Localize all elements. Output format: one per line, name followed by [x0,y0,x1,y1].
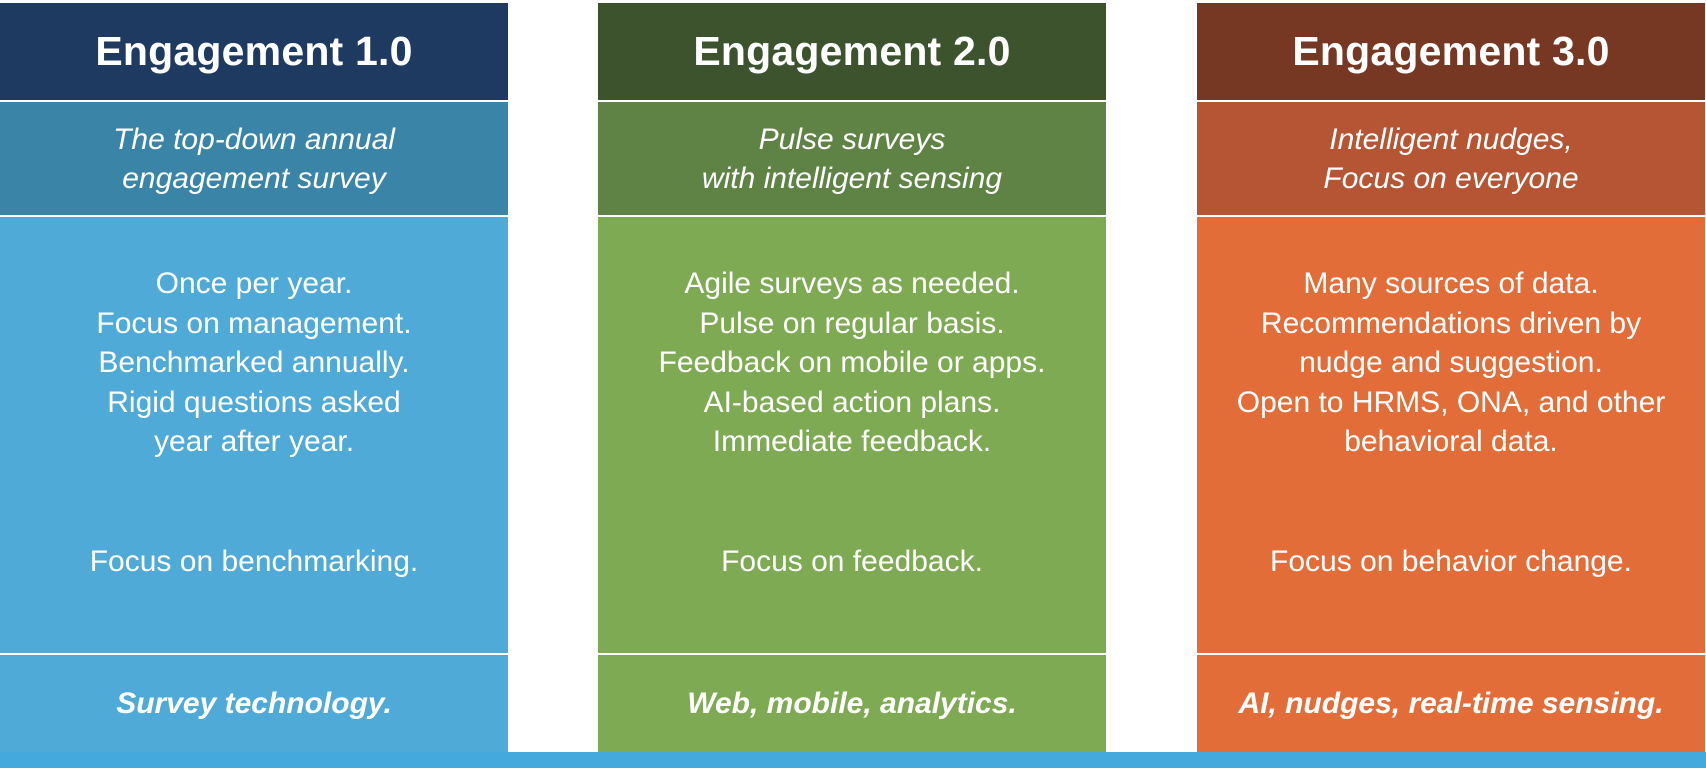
column-body: Agile surveys as needed. Pulse on regula… [598,217,1106,653]
body-line: Benchmarked annually. [98,346,410,379]
subtitle-line: Intelligent nudges, [1329,122,1573,156]
body-line: Recommendations driven by [1260,306,1642,340]
subtitle-line: engagement survey [122,161,386,195]
body-line: AI-based action plans. [703,385,1001,419]
focus-statement: Focus on benchmarking. [89,544,419,578]
body-line: Focus on management. [96,306,412,340]
body-line: Rigid questions asked [107,385,401,419]
body-line: Immediate feedback. [712,425,992,458]
body-line: Open to HRMS, ONA, and other [1236,385,1666,419]
focus-statement: Focus on feedback. [721,544,983,578]
column-body: Many sources of data. Recommendations dr… [1197,217,1705,653]
body-line: nudge and suggestion. [1299,346,1603,379]
column-engagement-3: Engagement 3.0 Intelligent nudges, Focus… [1197,3,1705,752]
column-subtitle: The top-down annual engagement survey [0,102,508,215]
column-footer: Survey technology. [0,655,508,752]
body-line: Many sources of data. [1303,267,1599,300]
subtitle-line: The top-down annual [113,122,395,156]
column-body: Once per year. Focus on management. Benc… [0,217,508,653]
focus-statement: Focus on behavior change. [1270,544,1632,578]
column-footer: AI, nudges, real-time sensing. [1197,655,1705,752]
column-title: Engagement 1.0 [0,3,508,100]
body-line: behavioral data. [1344,425,1558,458]
column-subtitle: Intelligent nudges, Focus on everyone [1197,102,1705,215]
subtitle-line: Focus on everyone [1323,161,1579,195]
body-line: Pulse on regular basis. [699,306,1005,340]
body-line: Once per year. [155,267,353,300]
bottom-accent-bar [0,752,1706,768]
column-title: Engagement 3.0 [1197,3,1705,100]
column-subtitle: Pulse surveys with intelligent sensing [598,102,1106,215]
column-footer: Web, mobile, analytics. [598,655,1106,752]
column-engagement-2: Engagement 2.0 Pulse surveys with intell… [598,3,1106,752]
subtitle-line: with intelligent sensing [701,161,1003,195]
body-line: Agile surveys as needed. [684,267,1020,300]
body-line: Feedback on mobile or apps. [658,346,1046,379]
column-title: Engagement 2.0 [598,3,1106,100]
column-engagement-1: Engagement 1.0 The top-down annual engag… [0,3,508,752]
body-line: year after year. [153,425,355,458]
subtitle-line: Pulse surveys [758,122,946,156]
